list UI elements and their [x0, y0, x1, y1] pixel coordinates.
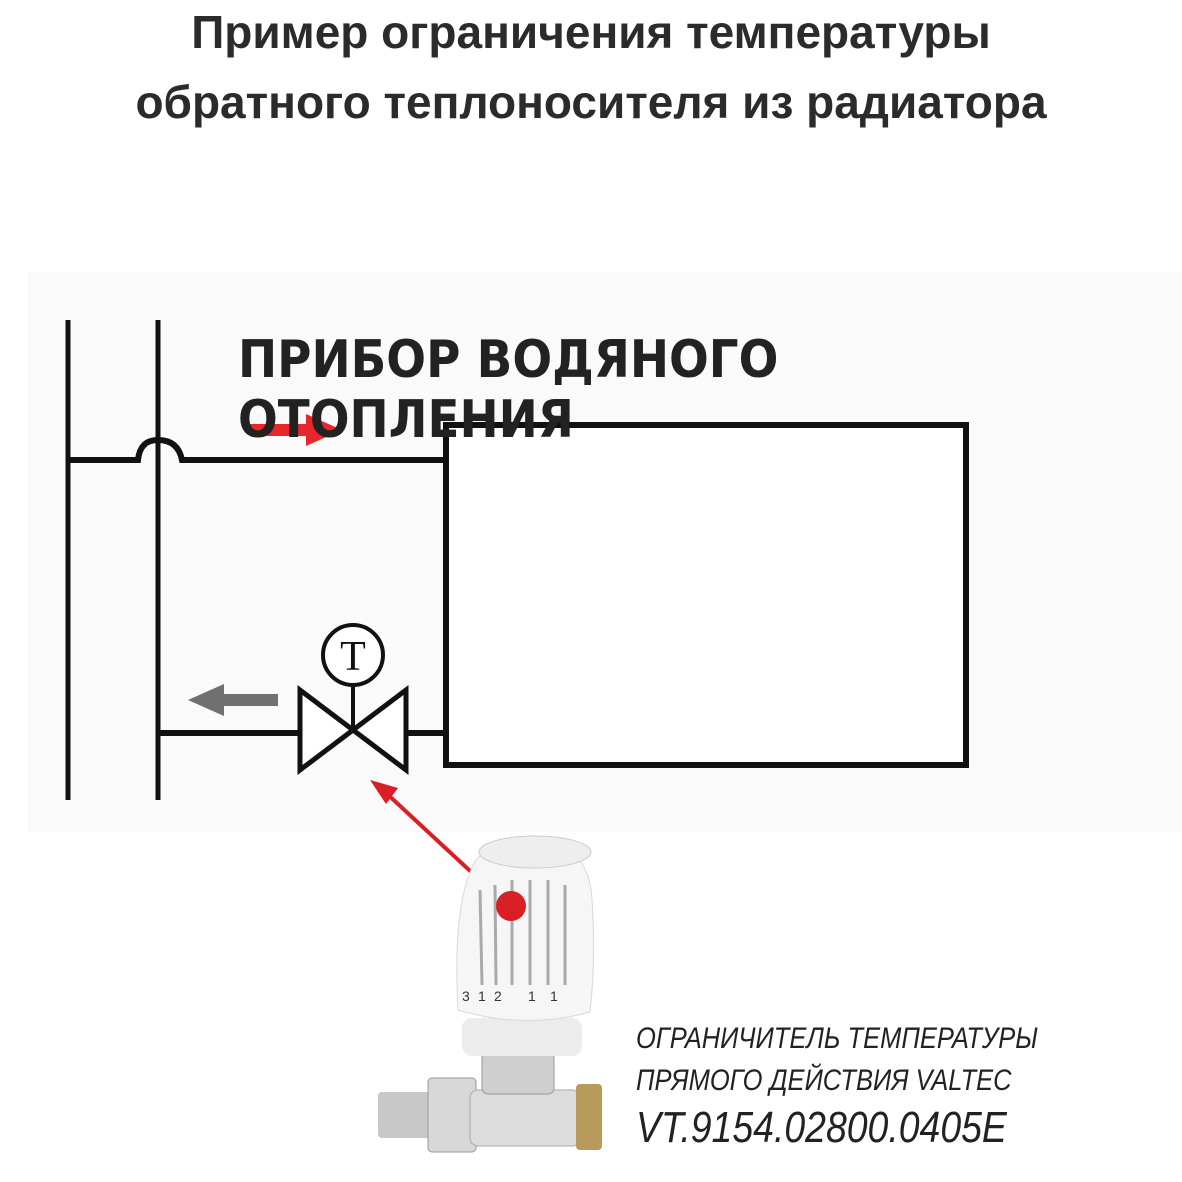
- title-line-2: обратного теплоносителя из радиатора: [135, 76, 1047, 128]
- product-caption-line-2: ПРЯМОГО ДЕЙСТВИЯ VALTEC: [636, 1064, 1012, 1097]
- scale-mark: 1: [478, 988, 486, 1004]
- product-caption-line-1: ОГРАНИЧИТЕЛЬ ТЕМПЕРАТУРЫ: [636, 1022, 1038, 1055]
- title-line-1: Пример ограничения температуры: [191, 6, 991, 58]
- supply-arrow-icon: [250, 414, 342, 446]
- pointer-arrowhead-icon: [370, 780, 398, 804]
- return-arrow-icon: [188, 684, 278, 716]
- scale-mark: 1: [528, 988, 536, 1004]
- heating-device-label: ПРИБОР ВОДЯНОГО ОТОПЛЕНИЯ: [238, 330, 779, 450]
- thermo-symbol: T: [340, 634, 366, 680]
- thermostat-product-image: [378, 835, 602, 1153]
- scale-mark: 2: [494, 988, 502, 1004]
- supply-pipe: [68, 436, 446, 463]
- scale-mark: 1: [550, 988, 558, 1004]
- radiator: [443, 422, 969, 768]
- product-model-number: VT.9154.02800.0405E: [636, 1103, 1007, 1152]
- scale-mark: 3: [462, 988, 470, 1004]
- valve-symbol: T: [297, 623, 409, 776]
